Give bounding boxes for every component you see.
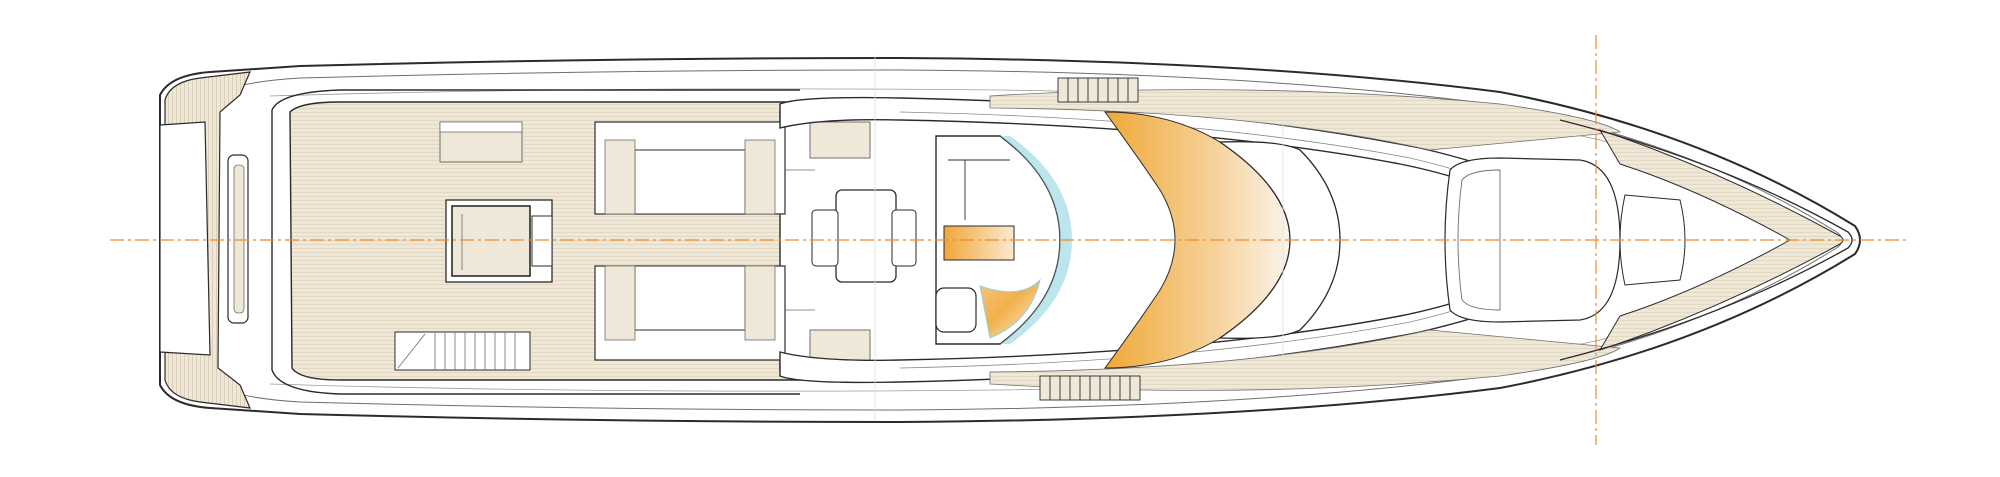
side-steps-port [1057,77,1139,103]
helm-seat-block [835,189,897,283]
aft-platform [159,71,251,409]
staircase-outline [394,331,531,371]
aft-sunbed [445,199,553,283]
dinette-stbd-cushion [604,265,636,341]
reference-axes [110,35,1910,445]
side-deck-port [989,89,1622,151]
helm-dash-glass [979,278,1041,339]
lounge-seating [439,121,871,365]
helm-seat-highlight [943,225,1015,261]
windscreen [1000,136,1072,344]
helm-seat-left [811,209,839,267]
sofa-port-back [439,121,523,133]
helm-seats [811,189,917,283]
side-steps-stbd [1039,375,1141,401]
dinette-stbd-cushion-2 [744,265,776,341]
bow-rail [1559,119,1853,361]
helm-chair [935,287,977,333]
swim-step-inner [233,164,245,314]
dinette-port-cushion [604,139,636,215]
transom-block [159,121,211,356]
stair-treads [397,332,516,370]
staircase [394,331,531,371]
dinette-port-table [634,149,746,215]
bow-hatch [1619,194,1686,286]
sunbed-headrest [531,215,553,267]
sunbed-cushion [451,205,531,277]
dinette-stbd-table [634,265,746,331]
foredeck-sunpad [1444,157,1621,323]
deck-coaming [271,89,800,395]
dinette-port-cushion-2 [744,139,776,215]
side-decks [989,77,1622,401]
side-deck-stbd [989,329,1622,391]
helm-seat-right [891,209,917,267]
helm-bench-port [809,121,871,159]
